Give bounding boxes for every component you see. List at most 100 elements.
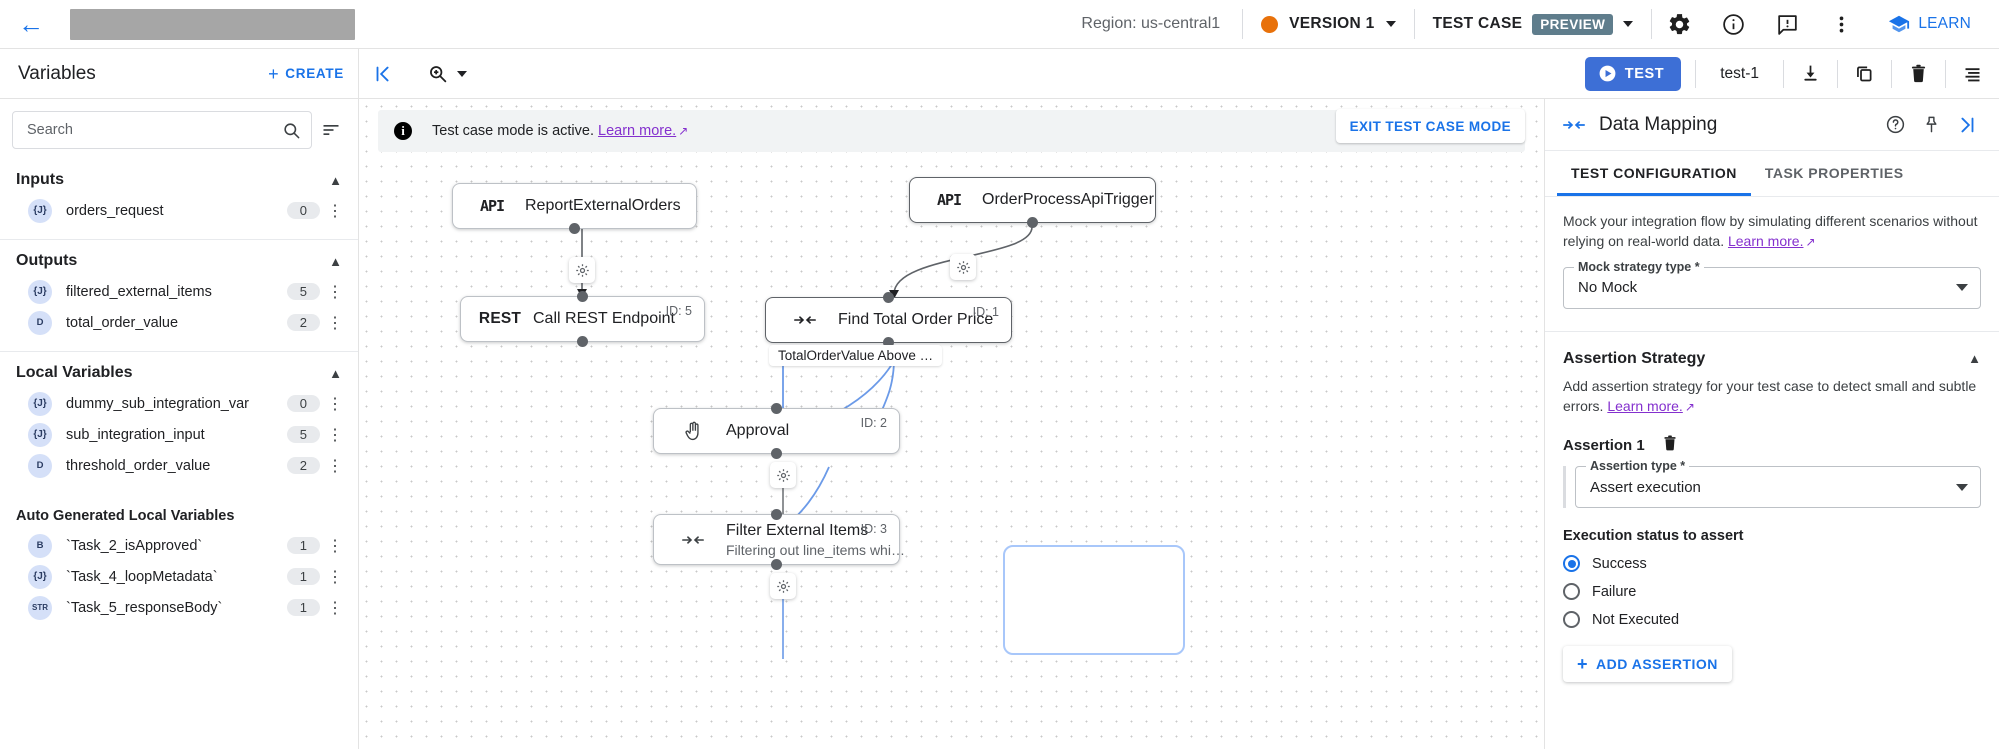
flow-canvas[interactable]: i Test case mode is active. Learn more.↗… [359,99,1544,749]
test-case-name[interactable]: test-1 [1720,64,1759,82]
feedback-icon[interactable] [1760,0,1814,49]
node-filter-external-items[interactable]: Filter External Items Filtering out line… [653,509,905,570]
node-output-port[interactable] [771,559,782,570]
tab-test-configuration[interactable]: TEST CONFIGURATION [1557,151,1751,196]
list-item[interactable]: {J} dummy_sub_integration_var 0 ⋮ [0,388,358,419]
node-output-port[interactable] [577,336,588,347]
node-order-process-api-trigger[interactable]: API OrderProcessApiTrigger [909,177,1156,228]
more-vert-icon[interactable]: ⋮ [327,283,343,301]
edge-gear-icon[interactable] [770,462,796,488]
info-icon[interactable] [1706,0,1760,49]
rest-icon: REST [478,310,522,327]
search-input[interactable] [25,121,282,139]
assertion-strategy-header[interactable]: Assertion Strategy ▲ [1563,332,1981,376]
node-input-port[interactable] [577,291,588,302]
section-header[interactable]: Inputs ▲ [0,159,358,195]
mock-strategy-value: No Mock [1578,279,1638,297]
variable-name: sub_integration_input [66,426,205,443]
back-arrow-icon[interactable]: ← [18,9,44,39]
radio-icon[interactable] [1563,611,1580,629]
radio-failure[interactable]: Failure [1563,583,1981,601]
radio-success[interactable]: Success [1563,555,1981,573]
assertion-description-text: Add assertion strategy for your test cas… [1563,377,1977,414]
radio-icon[interactable] [1563,555,1580,573]
more-vert-icon[interactable]: ⋮ [327,426,343,444]
node-find-total-order-price[interactable]: Find Total Order Price ID: 1 [765,292,1012,348]
list-item[interactable]: {J} orders_request 0 ⋮ [0,195,358,226]
node-output-port[interactable] [771,448,782,459]
node-report-external-orders[interactable]: API ReportExternalOrders [452,183,697,234]
learn-more-link[interactable]: Learn more. [1607,397,1683,414]
node-output-port[interactable] [883,337,894,348]
learn-button[interactable]: LEARN [1868,13,1985,35]
selected-node-outline[interactable] [1003,545,1185,655]
plus-icon: + [1577,654,1589,675]
gear-icon[interactable] [1652,0,1706,49]
mock-strategy-select[interactable]: Mock strategy type * No Mock [1563,259,1981,309]
chevron-up-icon[interactable]: ▲ [329,172,342,188]
node-title: Filter External Items [726,521,869,539]
collapse-right-icon[interactable] [1949,114,1985,136]
variable-count: 5 [286,426,320,443]
list-item[interactable]: B `Task_2_isApproved` 1 ⋮ [0,530,358,561]
test-button[interactable]: TEST [1584,56,1682,91]
type-badge-double: D [28,310,52,335]
list-item[interactable]: STR `Task_5_responseBody` 1 ⋮ [0,592,358,623]
list-item[interactable]: D total_order_value 2 ⋮ [0,307,358,338]
list-item[interactable]: {J} `Task_4_loopMetadata` 1 ⋮ [0,561,358,592]
copy-icon[interactable] [1838,49,1891,99]
edge-gear-icon[interactable] [569,257,595,283]
test-case-selector[interactable]: TEST CASE PREVIEW [1415,13,1652,35]
node-input-port[interactable] [771,509,782,520]
radio-not-executed[interactable]: Not Executed [1563,611,1981,629]
node-input-port[interactable] [883,292,894,303]
delete-icon[interactable] [1661,434,1679,457]
tab-task-properties[interactable]: TASK PROPERTIES [1764,165,1904,181]
list-item[interactable]: D threshold_order_value 2 ⋮ [0,450,358,481]
node-output-port[interactable] [1027,217,1038,228]
list-item[interactable]: {J} filtered_external_items 5 ⋮ [0,276,358,307]
assertion-type-select[interactable]: Assertion type * Assert execution [1575,459,1981,509]
learn-more-link[interactable]: Learn more. [598,123,677,139]
more-vert-icon[interactable]: ⋮ [327,395,343,413]
more-vert-icon[interactable]: ⋮ [327,314,343,332]
zoom-icon [430,66,447,83]
search-box[interactable] [12,111,312,149]
more-vert-icon[interactable] [1814,0,1868,49]
zoom-control[interactable] [407,49,487,98]
section-title: Local Variables [16,364,133,381]
delete-icon[interactable] [1892,49,1945,99]
node-output-port[interactable] [569,223,580,234]
learn-more-link[interactable]: Learn more. [1727,233,1804,250]
collapse-panel-icon[interactable] [359,49,407,98]
download-icon[interactable] [1784,49,1837,99]
add-assertion-button[interactable]: + ADD ASSERTION [1563,646,1732,683]
edge-gear-icon[interactable] [770,573,796,599]
node-approval[interactable]: Approval ID: 2 [653,403,900,459]
section-header[interactable]: Local Variables ▲ [0,352,358,388]
list-icon[interactable] [1946,49,1999,99]
more-vert-icon[interactable]: ⋮ [327,537,343,555]
assertion-description: Add assertion strategy for your test cas… [1563,376,1981,417]
sort-icon[interactable] [316,120,346,140]
preview-badge: PREVIEW [1532,13,1614,35]
exit-test-case-mode-button[interactable]: EXIT TEST CASE MODE [1335,109,1525,143]
list-item[interactable]: {J} sub_integration_input 5 ⋮ [0,419,358,450]
chevron-up-icon[interactable]: ▲ [329,365,342,381]
help-icon[interactable] [1877,114,1913,135]
section-header[interactable]: Outputs ▲ [0,240,358,276]
edge-gear-icon[interactable] [950,254,976,280]
more-vert-icon[interactable]: ⋮ [327,457,343,475]
more-vert-icon[interactable]: ⋮ [327,599,343,617]
more-vert-icon[interactable]: ⋮ [327,202,343,220]
chevron-up-icon[interactable]: ▲ [329,253,342,269]
create-button[interactable]: + CREATE [268,65,358,83]
pin-icon[interactable] [1913,115,1949,134]
edge-condition-label[interactable]: TotalOrderValue Above … [769,345,943,366]
chevron-up-icon[interactable]: ▲ [1968,351,1981,367]
more-vert-icon[interactable]: ⋮ [327,568,343,586]
node-call-rest-endpoint[interactable]: REST Call REST Endpoint ID: 5 [460,291,705,347]
node-input-port[interactable] [771,403,782,414]
version-selector[interactable]: VERSION 1 [1243,15,1413,33]
radio-icon[interactable] [1563,583,1580,601]
